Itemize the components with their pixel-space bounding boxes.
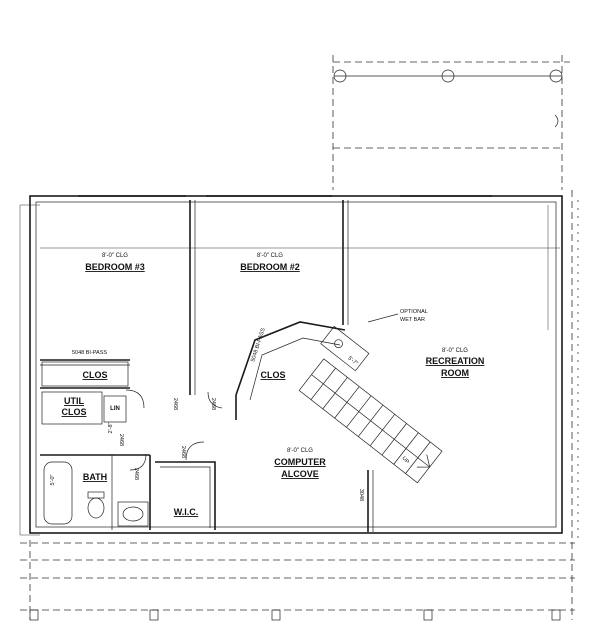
room-bedroom2: 8'-0" CLG BEDROOM #2: [240, 253, 300, 272]
recreation-label-line1: RECREATION: [426, 356, 485, 366]
computer-label-line2: ALCOVE: [281, 469, 319, 479]
dim-stair: 5'-7": [346, 355, 358, 366]
closet-left-label: CLOS: [82, 370, 107, 380]
interior-walls: [40, 200, 374, 532]
util-clos-label-line1: UTIL: [64, 396, 84, 406]
dim-door-6: 3048: [358, 489, 364, 501]
dim-door-1: 2468: [172, 398, 178, 410]
dim-door-5: 2468: [118, 434, 124, 446]
bipass-left-note: 5048 BI-PASS: [72, 350, 107, 356]
util-clos-label-line2: CLOS: [61, 407, 86, 417]
wet-bar-note-line2: WET BAR: [400, 317, 425, 323]
deck-outline: [332, 55, 570, 190]
dim-door-2: 2468: [210, 398, 216, 410]
recreation-ceiling: 8'-0" CLG: [442, 348, 468, 354]
dim-door-4: 2468: [133, 468, 139, 480]
room-bedroom3: 8'-0" CLG BEDROOM #3: [85, 253, 145, 272]
recreation-label-line2: ROOM: [441, 368, 469, 378]
stair: [298, 358, 443, 484]
dimension-lines: [19, 204, 560, 536]
stair-up-note: UP: [400, 456, 410, 466]
computer-label-line1: COMPUTER: [274, 457, 326, 467]
wic-label: W.I.C.: [174, 507, 199, 517]
bath-label: BATH: [83, 472, 107, 482]
wet-bar-note-line1: OPTIONAL: [400, 309, 428, 315]
dim-door-3: 2468: [180, 446, 186, 458]
bedroom2-label: BEDROOM #2: [240, 262, 300, 272]
dim-lin: 2'-8": [108, 422, 114, 433]
dim-tub: 5'-0": [50, 474, 56, 485]
wet-bar-leader: [367, 313, 399, 323]
wet-bar: [320, 325, 370, 372]
room-recreation: 8'-0" CLG RECREATION ROOM: [426, 348, 485, 378]
closet-mid-label: CLOS: [260, 370, 285, 380]
room-computer-alcove: 8'-0" CLG COMPUTER ALCOVE: [274, 448, 326, 479]
bedroom3-label: BEDROOM #3: [85, 262, 145, 272]
lin-label: LIN: [110, 406, 120, 412]
computer-ceiling: 8'-0" CLG: [287, 448, 313, 454]
bedroom3-ceiling: 8'-0" CLG: [102, 253, 128, 259]
foundation-lines: [20, 190, 579, 621]
bedroom2-ceiling: 8'-0" CLG: [257, 253, 283, 259]
exterior-walls: [29, 195, 563, 534]
